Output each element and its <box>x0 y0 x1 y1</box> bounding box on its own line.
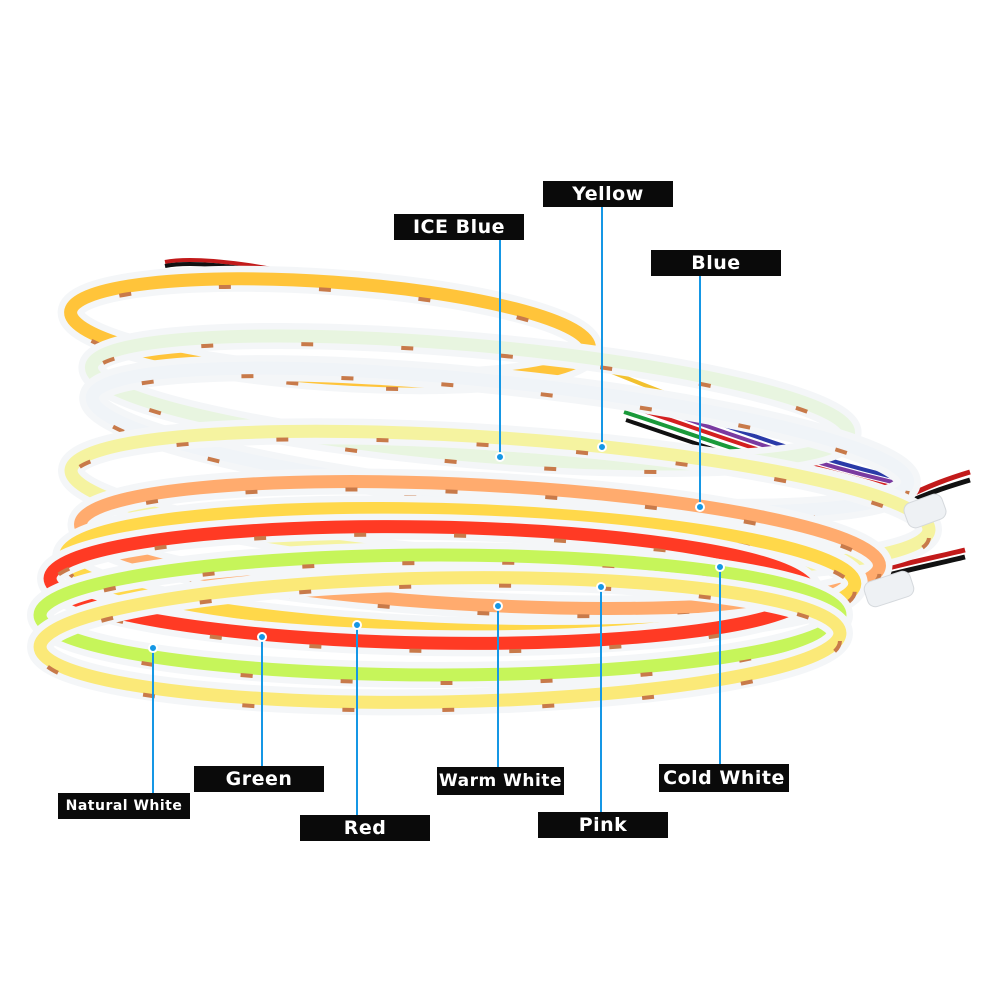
label-warm-white: Warm White <box>437 767 564 795</box>
label-red: Red <box>300 815 430 841</box>
end-cap <box>903 493 947 529</box>
leader-line-blue <box>699 275 701 505</box>
label-cold-white: Cold White <box>659 764 789 792</box>
marker-ice-blue <box>495 452 505 462</box>
marker-red <box>352 620 362 630</box>
marker-cold-white <box>715 562 725 572</box>
marker-yellow <box>597 442 607 452</box>
marker-green <box>257 632 267 642</box>
leader-line-green <box>261 636 263 766</box>
strip-pads-blue <box>90 374 910 522</box>
marker-pink <box>596 582 606 592</box>
strip-light-pink <box>74 475 886 615</box>
leader-line-warm-white <box>497 605 499 767</box>
leader-line-yellow <box>601 206 603 446</box>
strip-pads-natural-white <box>38 583 842 713</box>
marker-blue <box>695 502 705 512</box>
label-blue: Blue <box>651 250 781 276</box>
leader-line-pink <box>600 586 602 814</box>
label-pink: Pink <box>538 812 668 838</box>
leader-line-natural-white <box>152 647 154 793</box>
strip-pads-pink <box>78 487 882 619</box>
leader-line-red <box>356 624 358 816</box>
label-ice-blue: ICE Blue <box>394 214 524 240</box>
leader-line-cold-white <box>719 566 721 764</box>
marker-natural-white <box>148 643 158 653</box>
strip-light-natural-white <box>33 571 847 709</box>
label-yellow: Yellow <box>543 181 673 207</box>
label-natural-white: Natural White <box>58 793 190 819</box>
marker-warm-white <box>493 601 503 611</box>
strip-pads-cold-white <box>69 437 931 579</box>
leader-line-ice-blue <box>499 240 501 455</box>
label-green: Green <box>194 766 324 792</box>
strip-stack <box>27 265 942 716</box>
end-cap <box>863 570 915 608</box>
